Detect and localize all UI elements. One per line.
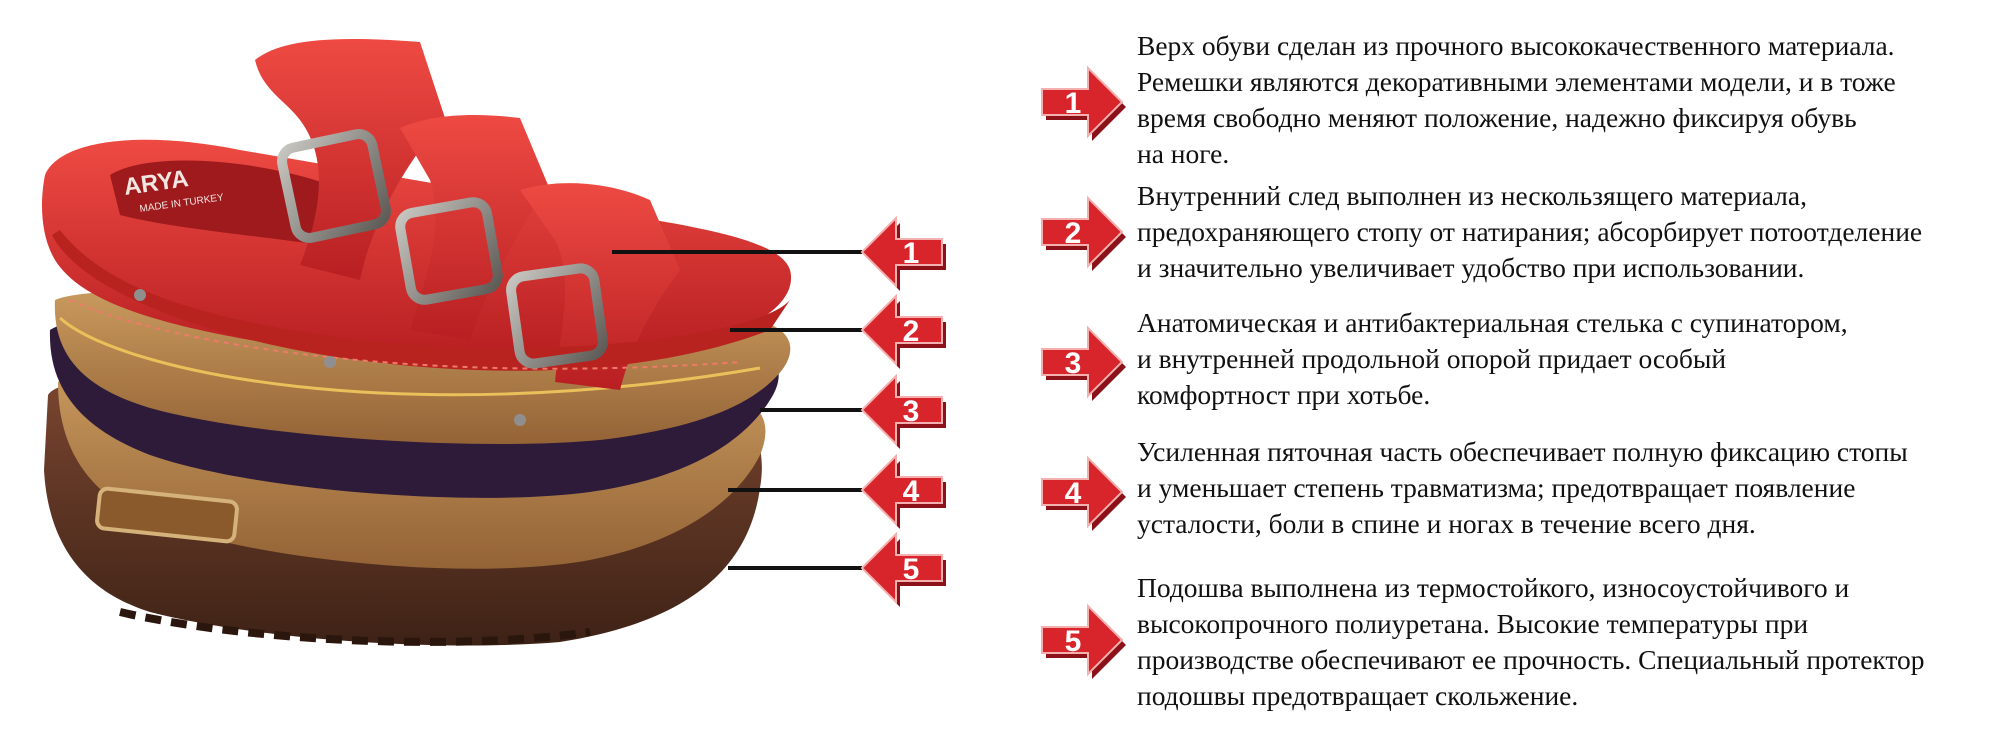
desc-1: Верх обуви сделан из прочного высококаче… — [1137, 30, 1896, 169]
upper-side — [52, 230, 790, 371]
middle-strap — [400, 115, 548, 340]
description-arrow-3 — [1041, 325, 1124, 399]
diagram-arrow-2 — [860, 293, 943, 367]
diagram-arrow-4 — [860, 453, 943, 527]
diagram-arrow-2-number: 2 — [903, 315, 920, 348]
description-arrow-4-number: 4 — [1065, 477, 1082, 510]
description-arrow-5 — [1041, 603, 1124, 677]
diagram-arrow-4-number: 4 — [903, 475, 920, 508]
description-arrow-2-number: 2 — [1065, 217, 1082, 250]
insole-logo-area — [110, 160, 330, 245]
description-arrow-4 — [1041, 455, 1124, 529]
diagram-arrow-3 — [860, 373, 943, 447]
diagram-arrow-3-number: 3 — [903, 395, 920, 428]
description-arrow-3-number: 3 — [1065, 347, 1082, 380]
description-arrow-2 — [1041, 195, 1124, 269]
desc-5: Подошва выполнена из термостойкого, изно… — [1137, 572, 1925, 711]
description-arrow-1 — [1041, 65, 1124, 139]
side-label-plate — [95, 486, 239, 544]
buckle-1 — [277, 129, 391, 243]
description-arrow-5-number: 5 — [1065, 625, 1082, 658]
leader-lines — [612, 250, 862, 570]
desc-4: Усиленная пяточная часть обеспечивает по… — [1137, 436, 1908, 539]
diagram-arrow-1 — [860, 215, 943, 289]
outsole-tread — [119, 608, 591, 646]
desc-3: Анатомическая и антибактериальная стельк… — [1137, 307, 1848, 410]
callout-arrows: 1 2 3 4 5 1 2 3 4 5 — [860, 65, 1126, 679]
buckle-3 — [506, 263, 608, 369]
description-arrow-1-number: 1 — [1065, 87, 1082, 120]
buckle-2 — [395, 197, 503, 305]
diagram-arrow-5-number: 5 — [903, 553, 920, 586]
heel-strap — [255, 39, 445, 280]
diagram-arrow-1-number: 1 — [903, 237, 920, 270]
diagram-arrow-5 — [860, 531, 943, 605]
desc-2: Внутренний след выполнен из нескользящег… — [1137, 180, 1923, 283]
